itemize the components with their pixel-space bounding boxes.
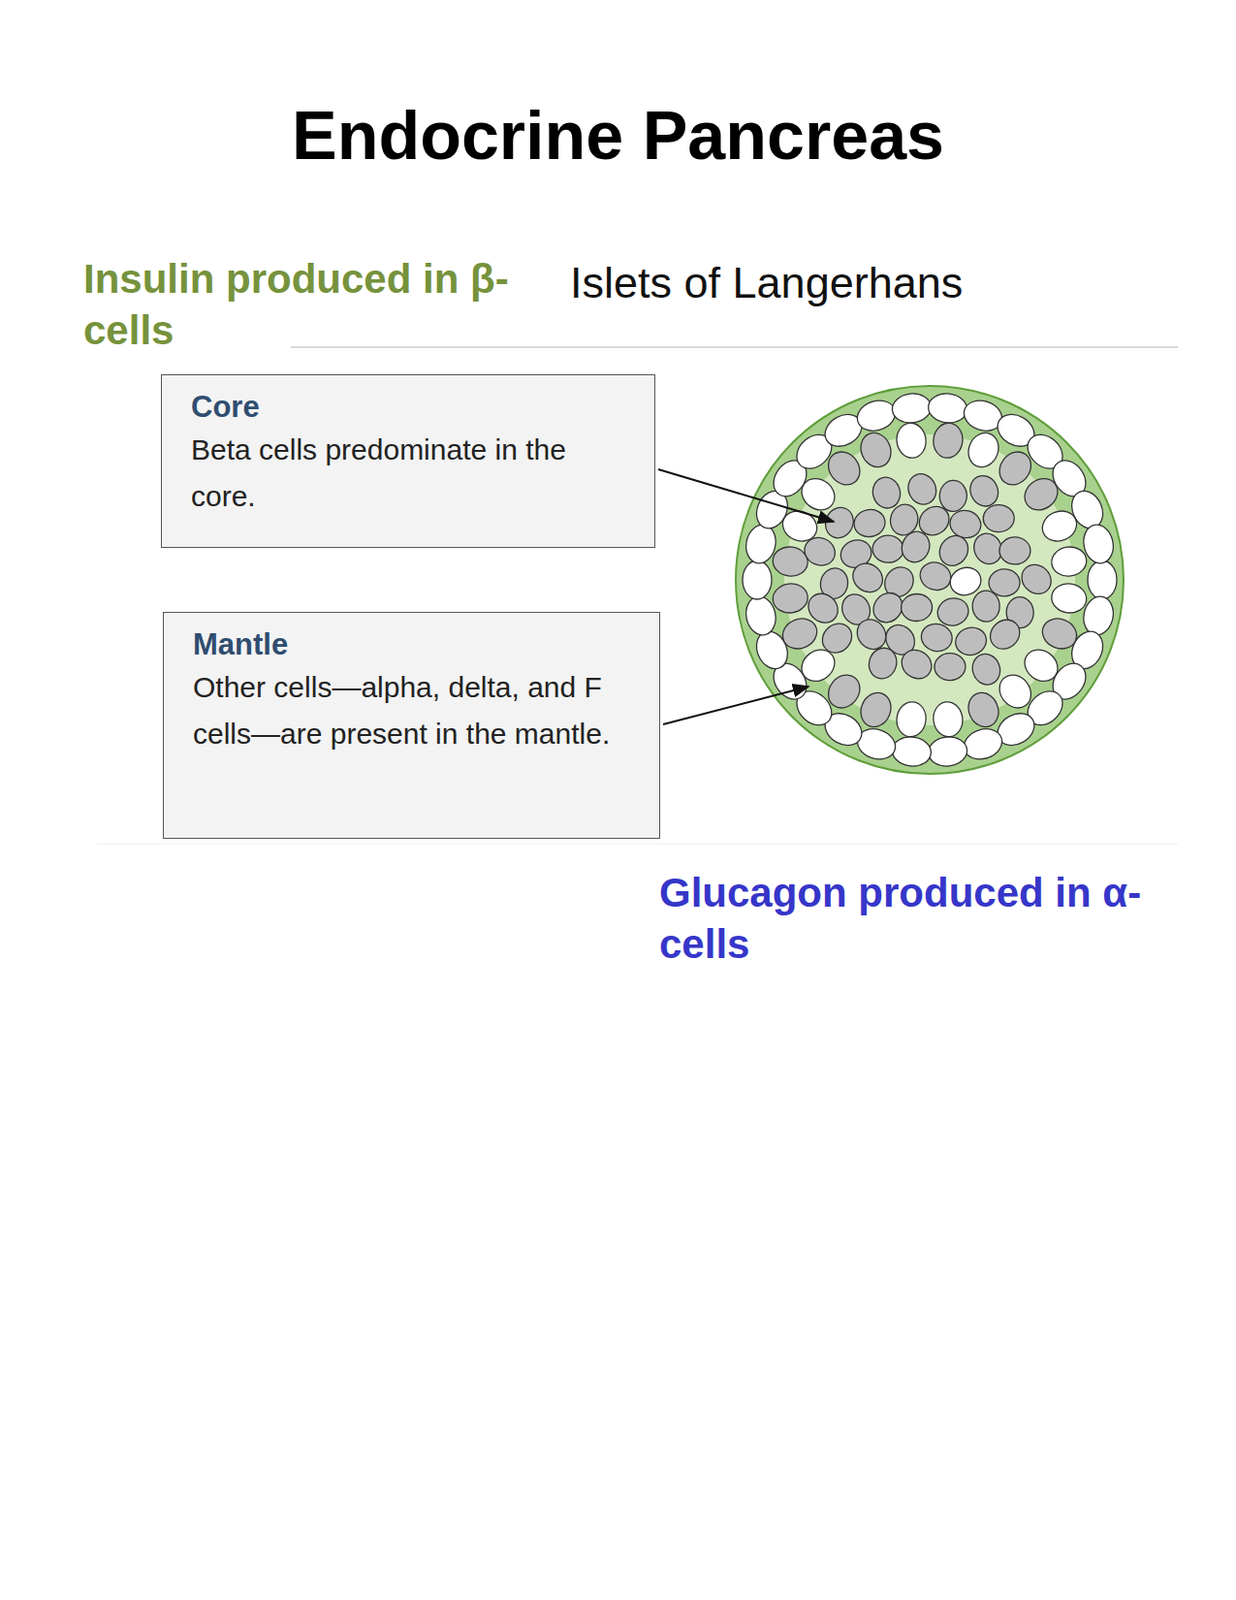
islet-cell: [895, 643, 937, 685]
islet-cell: [852, 507, 888, 540]
leader-line: [663, 686, 809, 725]
islet-cell: [816, 617, 857, 659]
islet-cell: [939, 479, 968, 512]
islet-cell: [1038, 613, 1082, 654]
islet-cell: [1087, 560, 1117, 600]
islet-cell: [847, 557, 888, 599]
rule-line: [290, 346, 1178, 349]
islet-cell: [853, 395, 899, 436]
hormone-label: Insulin produced in β-cells: [83, 253, 539, 356]
islet-cell: [1038, 506, 1082, 546]
islet-cell: [934, 652, 967, 681]
islet-cell: [869, 474, 904, 511]
islet-core-ground: [784, 434, 1076, 726]
islet-cell: [1015, 558, 1057, 600]
hormone-label: Glucagon produced in α-cells: [659, 867, 1203, 970]
islet-cell: [897, 527, 935, 567]
islet-cell: [770, 544, 810, 578]
islet-cell: [821, 503, 859, 543]
islet-cell: [894, 420, 928, 460]
islet-outline: [735, 385, 1124, 774]
callout-box: MantleOther cells—alpha, delta, and F ce…: [162, 611, 661, 839]
islet-cell: [982, 504, 1015, 532]
islet-cell: [999, 537, 1031, 565]
islet-cell: [972, 590, 1000, 622]
islet-cell: [963, 688, 1004, 732]
islet-cell: [900, 593, 933, 622]
islet-cell: [802, 587, 845, 629]
islet-cell: [1049, 581, 1089, 615]
subtitle-label: Islets of Langerhans: [570, 256, 1191, 310]
islet-cell: [799, 532, 840, 571]
islet-cell: [918, 620, 955, 655]
islet-cell: [983, 613, 1026, 655]
box-body: Other cells—alpha, delta, and F cells—ar…: [192, 664, 640, 758]
islet-cell: [931, 699, 965, 739]
islet-cell: [742, 560, 772, 600]
box-heading: Mantle: [192, 626, 640, 665]
leader-line: [658, 469, 834, 522]
islet-cell: [1018, 472, 1065, 517]
islet-cell: [968, 650, 1005, 689]
islet-cell: [864, 643, 901, 682]
rule-line: [96, 843, 1178, 845]
callout-box: CoreBeta cells predominate in the core.: [160, 374, 656, 548]
islet-cell: [894, 699, 928, 739]
islet-cell: [855, 688, 896, 732]
islet-cell: [872, 535, 905, 564]
title: Endocrine Pancreas: [0, 96, 1236, 175]
box-body: Beta cells predominate in the core.: [190, 426, 635, 520]
box-heading: Core: [190, 388, 635, 427]
islet-cell: [926, 391, 969, 425]
islet-cell: [963, 428, 1004, 473]
islet-cell: [931, 420, 965, 460]
islet-cell: [770, 581, 810, 615]
islet-cells: [742, 391, 1117, 768]
islet-cell: [890, 734, 933, 768]
islet-cell: [822, 445, 867, 492]
islet-cell: [855, 428, 896, 473]
islet-cell: [926, 734, 969, 768]
islet-cell: [890, 391, 933, 425]
islet-cell: [959, 724, 1006, 764]
islet-cell: [903, 469, 942, 509]
islet-cell: [916, 558, 955, 595]
islet-cell: [1049, 544, 1089, 578]
